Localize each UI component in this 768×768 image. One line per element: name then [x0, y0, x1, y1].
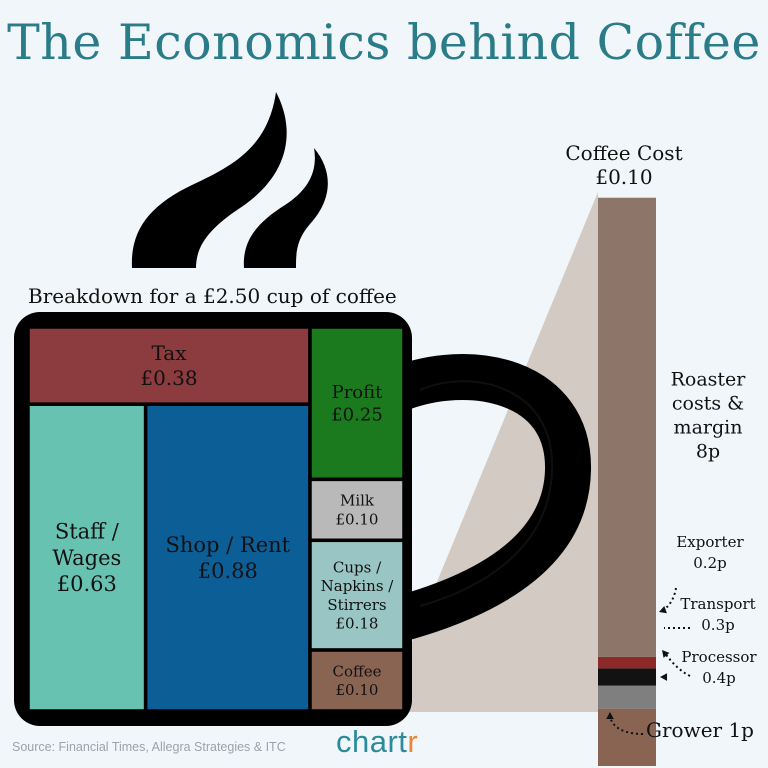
treemap-cell-profit: [308, 325, 406, 482]
bar-segment-roaster-costs-margin: [598, 197, 656, 657]
chart-title: The Economics behind Coffee: [7, 14, 761, 71]
coffee-cost-bar: Coffee Cost£0.10: [565, 141, 683, 766]
treemap-label-staff-wages: Staff /Wages£0.63: [52, 520, 121, 597]
treemap-label-milk: Milk£0.10: [336, 492, 379, 529]
bar-segment-transport: [598, 668, 656, 686]
treemap-cell-milk: [308, 477, 406, 543]
bar-segment-exporter: [598, 656, 656, 669]
arrow-grower-head: [606, 712, 614, 720]
treemap-label-profit: Profit£0.25: [331, 382, 383, 426]
treemap-cell-shop-rent: [143, 402, 312, 713]
arrow-exporter-head: [659, 605, 667, 614]
treemap-label-cups-napkins-stirrers: Cups /Napkins /Stirrers£0.18: [321, 558, 395, 632]
chartr-logo: chartr: [336, 724, 419, 759]
steam-right-icon: [243, 148, 328, 268]
label-grower: Grower 1p: [646, 718, 754, 742]
source-note: Source: Financial Times, Allegra Strateg…: [12, 740, 286, 754]
bar-title: Coffee Cost£0.10: [565, 141, 682, 189]
treemap-label-coffee: Coffee£0.10: [333, 662, 382, 699]
treemap-label-tax: Tax£0.38: [140, 341, 197, 390]
bar-segment-processor: [598, 685, 656, 709]
steam-left-icon: [131, 92, 287, 268]
mug-handle: [387, 354, 592, 643]
treemap-cell-cups-napkins-stirrers: [308, 538, 406, 652]
arrow-processor-head: [662, 650, 670, 658]
mug-handle-overlay: [419, 380, 554, 607]
chart-subtitle: Breakdown for a £2.50 cup of coffee: [28, 284, 397, 308]
treemap-cell-coffee: [308, 648, 406, 713]
treemap-label-shop-rent: Shop / Rent£0.88: [166, 533, 291, 583]
arrow-transport-head: [660, 673, 668, 681]
